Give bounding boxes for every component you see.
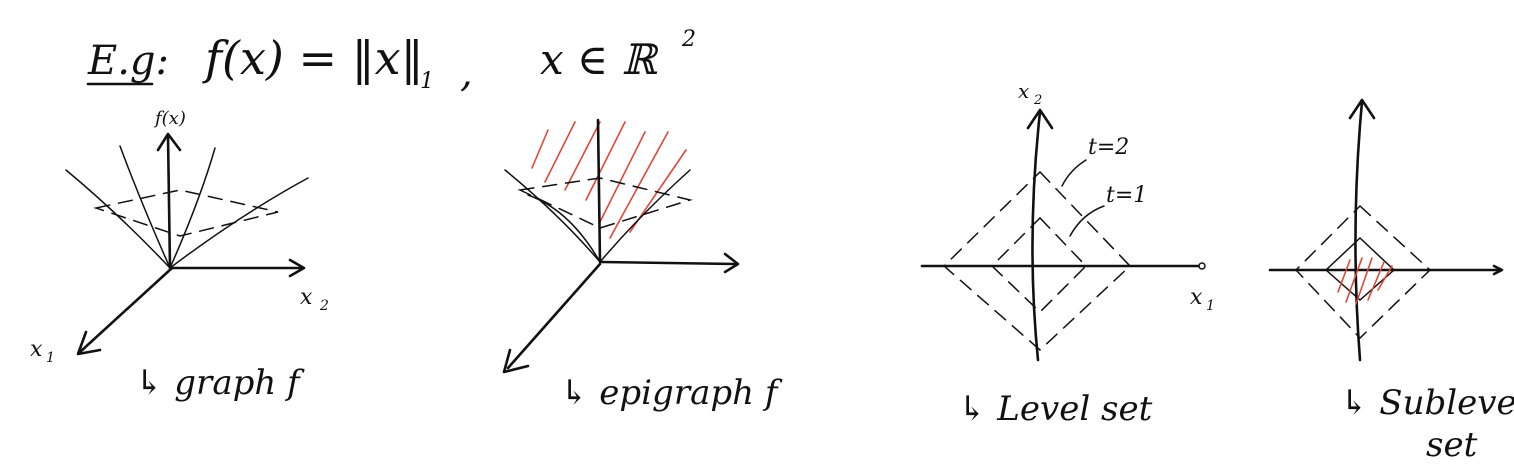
cone-edge	[527, 194, 601, 263]
x2-axis	[1031, 110, 1042, 362]
x2-label: x	[1018, 79, 1029, 103]
epigraph-hatch	[531, 121, 687, 239]
level-curve	[517, 177, 693, 229]
level-set-panel: x 1 x 2 t=2 t=1 ↳ Level set	[920, 79, 1215, 429]
comma: ,	[460, 50, 473, 96]
f-axis	[596, 118, 602, 264]
sublevel-set-panel: ↳ Sublevel set	[1268, 98, 1514, 465]
t1-label: t=1	[1106, 183, 1147, 208]
x2-label: x	[300, 285, 313, 310]
x1-sub: 1	[46, 350, 55, 366]
level-curve	[93, 189, 279, 237]
eg-label: E.g:	[87, 38, 169, 84]
formula: f(x) = ‖x‖	[202, 31, 424, 85]
t2-pointer	[1061, 159, 1087, 187]
x1-arrowhead	[1492, 264, 1504, 276]
x1-axis	[506, 262, 602, 370]
cone-edge	[169, 147, 216, 269]
norm-subscript: 1	[420, 69, 434, 94]
sublevel-boundary	[1324, 236, 1396, 302]
graph-panel: f(x) x 2 x 1 ↳ graph f	[30, 108, 329, 403]
cone-edge	[504, 169, 601, 263]
level-caption: ↳ Level set	[958, 389, 1153, 429]
header: E.g: f(x) = ‖x‖ 1 , x ∈ ℝ 2	[86, 27, 696, 96]
x2-arrowhead	[288, 258, 306, 278]
t2-label: t=2	[1088, 135, 1129, 160]
cone-edge	[599, 169, 691, 263]
domain: x ∈ ℝ	[540, 35, 659, 84]
level-curve-t2	[942, 170, 1132, 352]
sublevel-caption-line2: set	[1426, 425, 1478, 465]
x2-axis	[1354, 100, 1364, 362]
x1-label: x	[30, 337, 43, 362]
sublevel-hatch	[1337, 257, 1393, 305]
sublevel-caption-line1: ↳ Sublevel	[1340, 383, 1514, 423]
level-curve-t1	[990, 216, 1088, 314]
f-axis-label: f(x)	[153, 108, 186, 129]
x1-axis	[78, 266, 174, 354]
graph-caption: ↳ graph f	[135, 363, 305, 403]
f-axis-arrowhead	[156, 132, 182, 152]
epigraph-panel: ↳ epigraph f	[502, 118, 783, 413]
x1-axis-end	[1198, 262, 1206, 270]
epigraph-caption: ↳ epigraph f	[560, 373, 783, 413]
x1-arrowhead	[502, 348, 530, 374]
cone-edge	[169, 177, 309, 269]
cone-edge	[65, 169, 171, 269]
t1-pointer	[1069, 205, 1105, 237]
x1-sub: 1	[1206, 298, 1215, 314]
x2-arrowhead	[1348, 98, 1376, 120]
x2-sub: 2	[1033, 93, 1042, 108]
f-axis	[166, 134, 172, 270]
domain-power: 2	[681, 27, 696, 52]
x2-axis	[600, 260, 737, 266]
x2-arrowhead	[723, 252, 740, 274]
level-curve	[1294, 204, 1432, 340]
x2-arrowhead	[1026, 108, 1054, 130]
x2-sub: 2	[319, 298, 329, 314]
x1-label: x	[1190, 285, 1203, 310]
x1-arrowhead	[76, 330, 102, 356]
cone-edge	[119, 145, 171, 269]
